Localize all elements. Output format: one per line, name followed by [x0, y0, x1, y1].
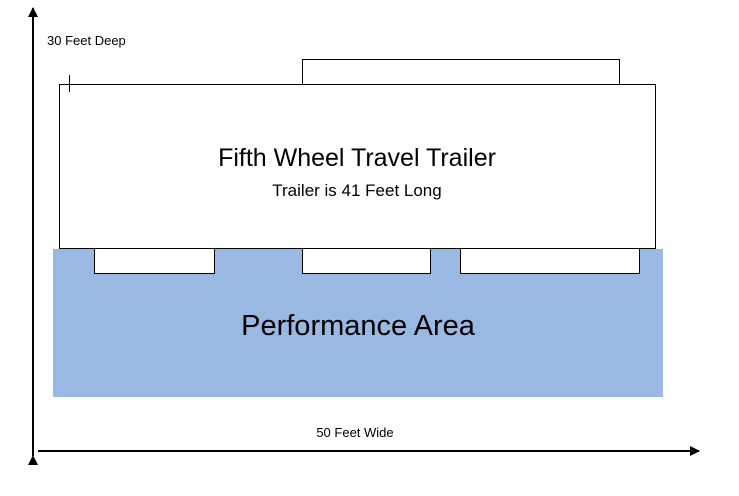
trailer-slideout-center [302, 247, 431, 274]
width-label: 50 Feet Wide [316, 425, 394, 440]
depth-label: 30 Feet Deep [47, 33, 126, 48]
trailer-subtitle: Trailer is 41 Feet Long [272, 181, 442, 200]
trailer-body [59, 84, 656, 249]
trailer-title: Fifth Wheel Travel Trailer [218, 144, 496, 172]
performance-area-label: Performance Area [241, 310, 475, 342]
trailer-slideout-left [94, 247, 215, 274]
trailer-slideout-top [302, 59, 620, 86]
trailer-slideout-right [460, 247, 640, 274]
